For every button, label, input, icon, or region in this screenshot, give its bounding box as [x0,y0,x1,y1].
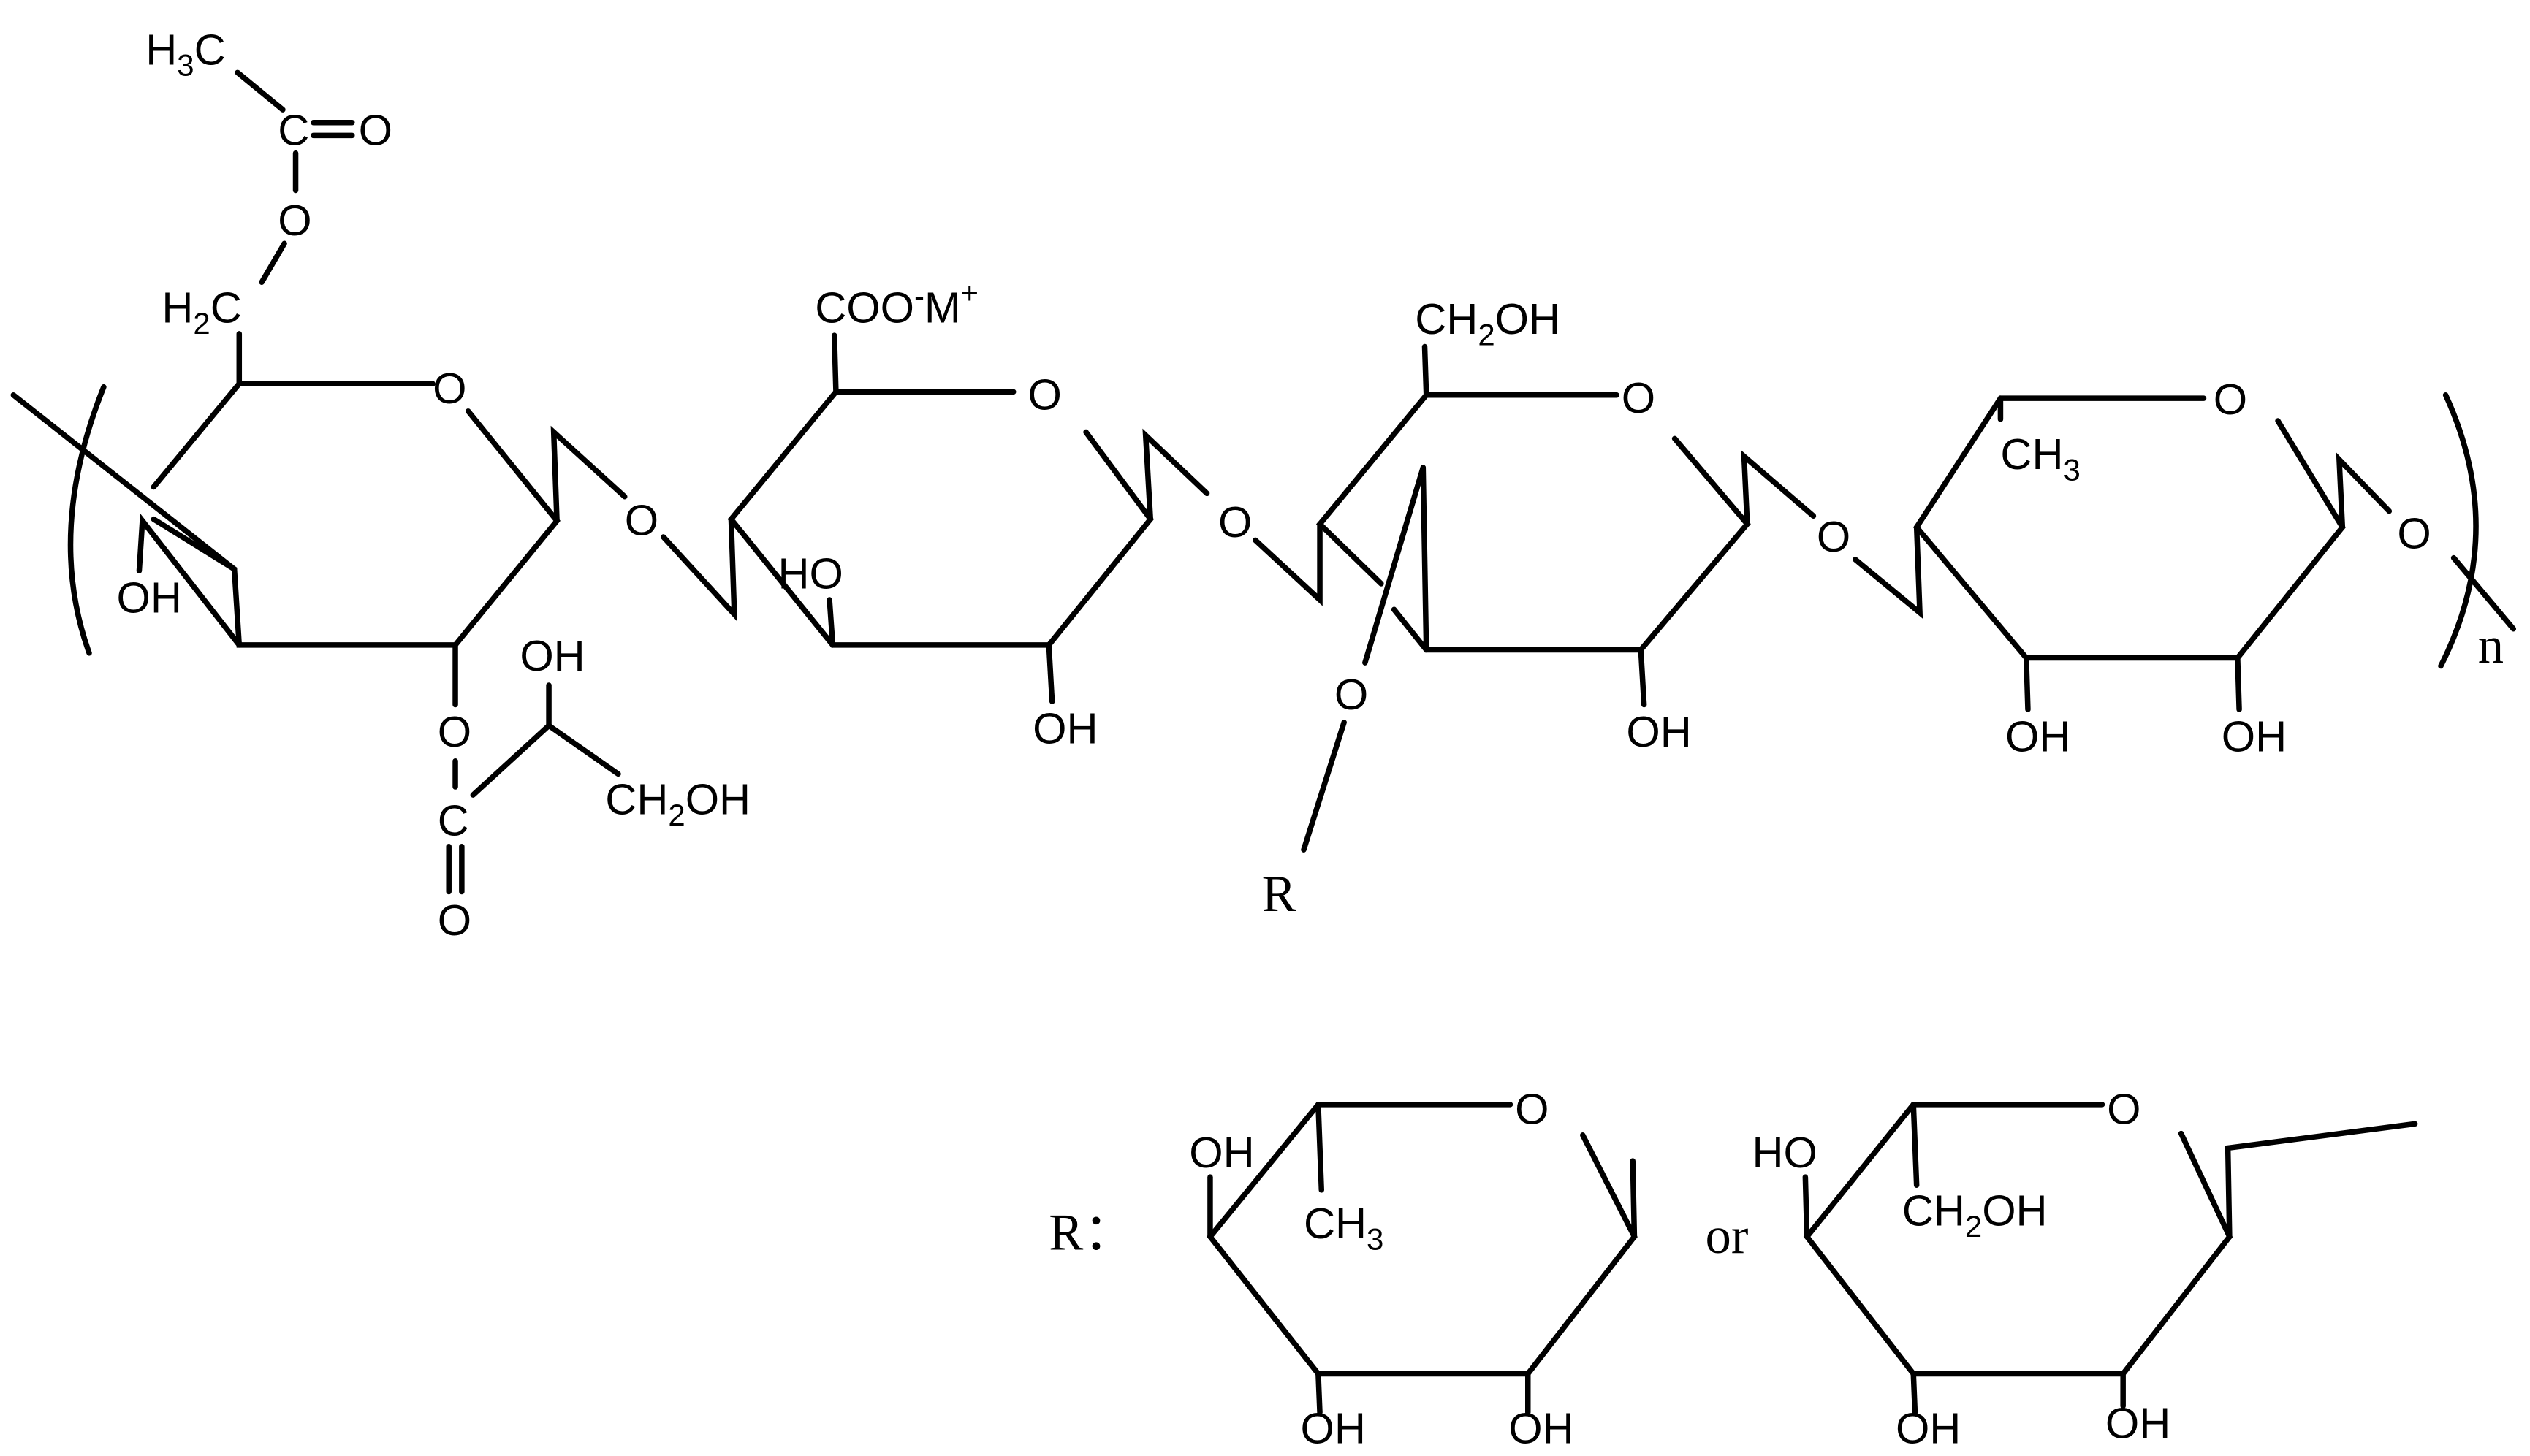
ring4-methyl-label: CH3 [2000,430,2080,487]
r2-oxygen-label: O [2107,1084,2140,1133]
glycosidic-oxygen-3-label: O [1817,512,1850,561]
glyceryl-hydroxyl-label: OH [520,631,585,680]
glycosidic-oxygen-1-label: O [625,496,658,545]
r1-hydroxyl-right-label: OH [1508,1403,1573,1452]
ring2-hydroxyl-left-label: HO [778,549,843,598]
glyceryl-carbonyl-oxygen-label: O [438,896,471,945]
ring4-hydroxyl-right-label: OH [2222,712,2287,761]
ring-3: CH2OH O O R OH [1262,294,1751,923]
acetyl-methyl-label: H3C [145,25,225,82]
ring4-hydroxyl-left-label: OH [2005,712,2070,761]
r2-hydroxyl-left-label: OH [1896,1403,1961,1452]
glycosidic-oxygen-2-label: O [1218,498,1252,546]
ring1-hydroxyl-label: OH [117,573,182,622]
ring3-hydroxymethyl-label: CH2OH [1415,294,1560,351]
glyceryl-carbon-label: C [438,796,469,845]
r2-hydroxyl-top-label: HO [1752,1128,1817,1177]
glyceryl-ester-oxygen-label: O [438,707,471,756]
r2-hydroxyl-right-label: OH [2105,1399,2170,1448]
r1-hydroxyl-left-label: OH [1301,1403,1366,1452]
glyceryl-hydroxymethyl-label: CH2OH [605,775,751,832]
ester-oxygen-label: O [278,196,311,245]
ring2-hydroxyl-bottom-label: OH [1033,704,1098,752]
r2-hydroxymethyl-label: CH2OH [1902,1186,2048,1243]
r1-hydroxyl-top-label: OH [1189,1128,1254,1177]
acetyl-carbonyl-oxygen-label: O [359,106,392,155]
acetyl-carbon-label: C [278,106,309,155]
repeat-subscript-n: n [2478,617,2504,674]
or-connector: or [1706,1208,1749,1265]
ring-4: CH3 O OH OH [1913,375,2346,761]
ring3-branch-oxygen-label: O [1334,670,1368,719]
r1-methyl-label: CH3 [1304,1199,1383,1256]
r-definition-label: R： [1049,1204,1135,1261]
r-option-2: CH2OH HO O OH OH [1752,1084,2418,1452]
carboxylate-label: COO-M+ [815,275,979,332]
ring2-oxygen-label: O [1028,370,1062,419]
branch-r-label: R [1262,866,1296,923]
methylene-label: H2C [162,283,241,340]
substituent-r-definition: R： CH3 OH O OH OH or CH2OH HO O OH [1049,1084,2418,1452]
glycosidic-oxygen-4-label: O [2397,508,2431,557]
left-repeat-bracket [67,384,107,656]
ring3-oxygen-label: O [1622,373,1655,422]
ring4-oxygen-label: O [2214,375,2247,424]
r1-oxygen-label: O [1515,1084,1549,1133]
ring1-oxygen-label: O [433,364,466,413]
ring-1: H3C C O O H2C O OH O C O OH CH2OH [10,25,751,945]
ring-2: COO-M+ O HO OH [727,275,1155,752]
right-repeat-bracket [2438,392,2479,669]
r-option-1: CH3 OH O OH OH [1189,1084,1638,1452]
ring3-hydroxyl-label: OH [1626,707,1691,756]
